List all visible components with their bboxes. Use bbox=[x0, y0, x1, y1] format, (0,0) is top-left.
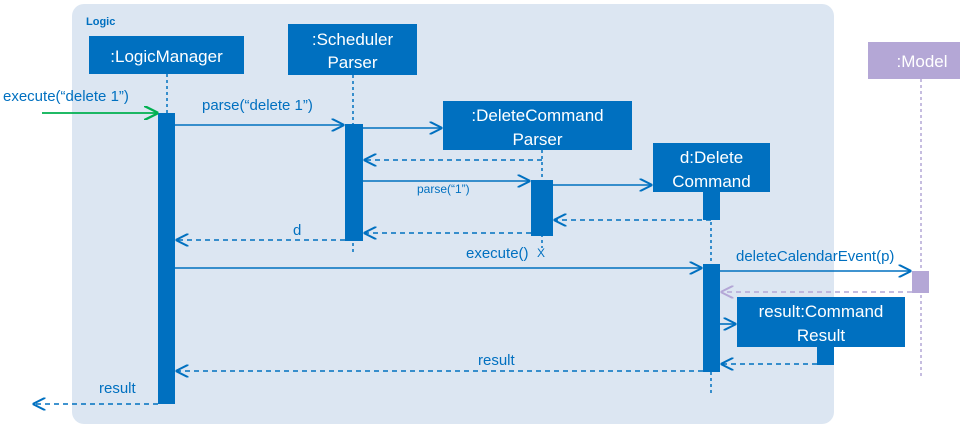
participant-command-result-line2: Result bbox=[797, 326, 845, 345]
participant-command-result-line1: result:Command bbox=[759, 302, 884, 321]
message-delete-calendar-event-label: deleteCalendarEvent(p) bbox=[736, 248, 894, 265]
participant-logic-manager-label: :LogicManager bbox=[110, 47, 223, 66]
participant-scheduler-parser-line2: Parser bbox=[327, 53, 377, 72]
participant-model-label: :Model bbox=[896, 52, 947, 71]
message-return-result-outer-label: result bbox=[99, 380, 137, 397]
participant-delete-command bbox=[653, 143, 770, 192]
logic-frame bbox=[72, 4, 834, 424]
participant-model bbox=[868, 42, 960, 79]
participant-command-result bbox=[737, 297, 905, 347]
participant-delete-command-parser-line2: Parser bbox=[512, 130, 562, 149]
message-execute-label: execute() bbox=[466, 245, 529, 262]
participant-delete-command-parser bbox=[443, 101, 632, 150]
participant-delete-command-parser-line1: :DeleteCommand bbox=[471, 106, 603, 125]
participant-delete-command-line2: Command bbox=[672, 172, 750, 191]
activation-scheduler-parser bbox=[345, 124, 363, 241]
message-execute-in-label: execute(“delete 1”) bbox=[3, 88, 129, 105]
activation-command-result-tail bbox=[817, 347, 834, 365]
activation-delete-command-box-tail bbox=[703, 192, 720, 220]
activation-delete-command bbox=[703, 264, 720, 372]
destroy-mark: X bbox=[537, 246, 545, 260]
message-return-result-inner-label: result bbox=[478, 352, 516, 369]
message-parse-delete-label: parse(“delete 1”) bbox=[202, 97, 313, 114]
activation-delete-command-parser bbox=[531, 180, 553, 236]
activation-model bbox=[912, 271, 929, 293]
participant-scheduler-parser-line1: :Scheduler bbox=[312, 30, 394, 49]
activation-logic-manager bbox=[158, 113, 175, 404]
participant-logic-manager bbox=[89, 36, 244, 74]
participant-scheduler-parser bbox=[288, 24, 417, 75]
message-parse-1-label: parse(“1”) bbox=[417, 182, 470, 196]
participant-delete-command-line1: d:Delete bbox=[680, 148, 743, 167]
message-return-d-label: d bbox=[293, 222, 301, 239]
frame-title: Logic bbox=[86, 16, 115, 28]
